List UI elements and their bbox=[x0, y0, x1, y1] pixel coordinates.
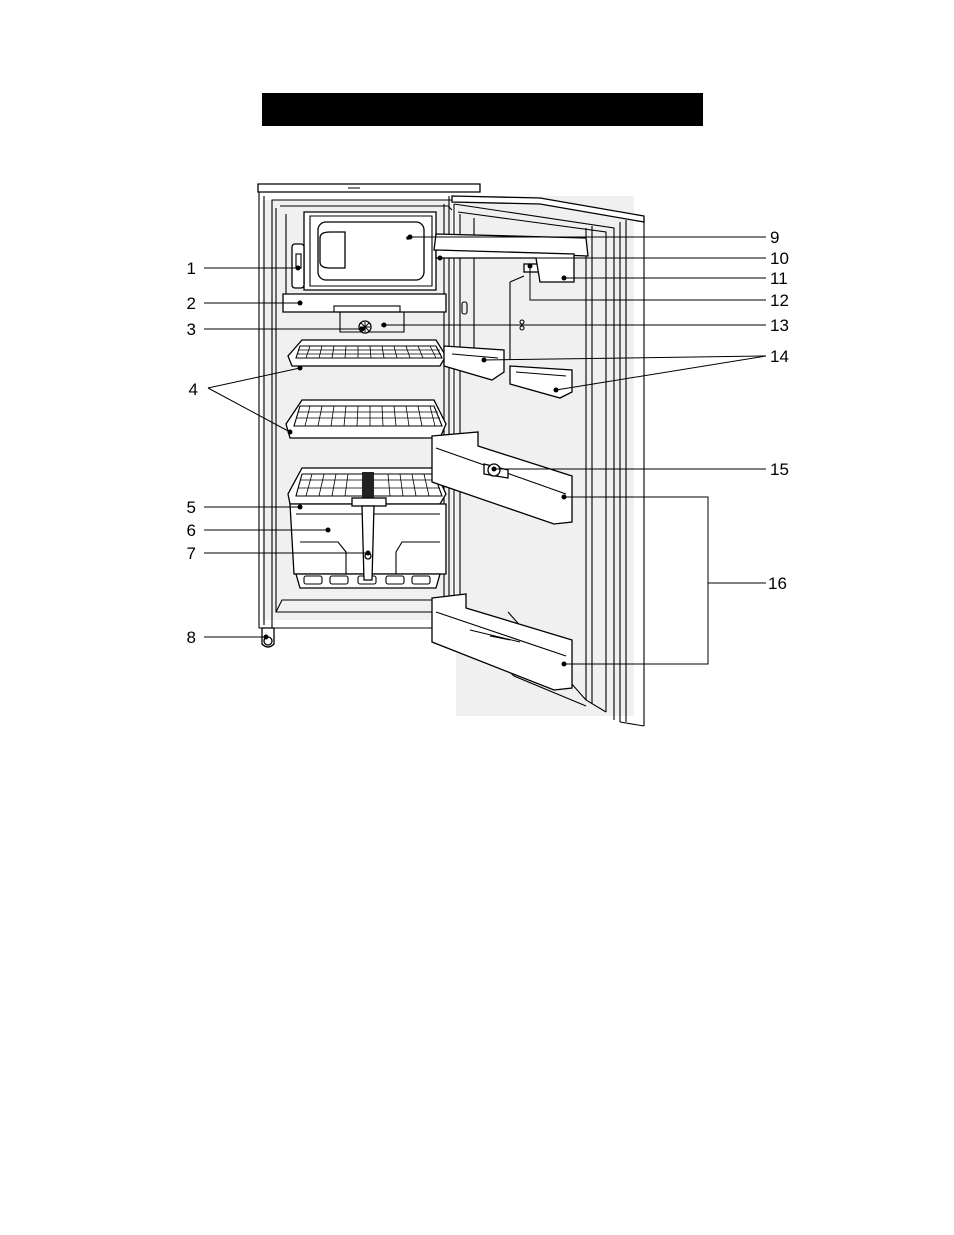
callout-12: 12 bbox=[770, 291, 789, 310]
shelf-middle bbox=[286, 400, 446, 438]
callout-14: 14 bbox=[770, 347, 789, 366]
callout-15: 15 bbox=[770, 460, 789, 479]
callout-10: 10 bbox=[770, 249, 789, 268]
egg-tray-left bbox=[444, 346, 504, 380]
callout-13: 13 bbox=[770, 316, 789, 335]
callout-11: 11 bbox=[770, 269, 788, 288]
callout-16: 16 bbox=[768, 574, 787, 593]
callout-4: 4 bbox=[189, 380, 198, 399]
callout-8: 8 bbox=[187, 628, 196, 647]
callout-9: 9 bbox=[770, 228, 779, 247]
callout-5: 5 bbox=[187, 498, 196, 517]
callout-3: 3 bbox=[187, 320, 196, 339]
callout-6: 6 bbox=[187, 521, 196, 540]
callout-1: 1 bbox=[187, 259, 196, 278]
drip-tray bbox=[283, 294, 446, 312]
callout-7: 7 bbox=[187, 544, 196, 563]
callout-2: 2 bbox=[187, 294, 196, 313]
shelf-upper bbox=[288, 340, 446, 366]
